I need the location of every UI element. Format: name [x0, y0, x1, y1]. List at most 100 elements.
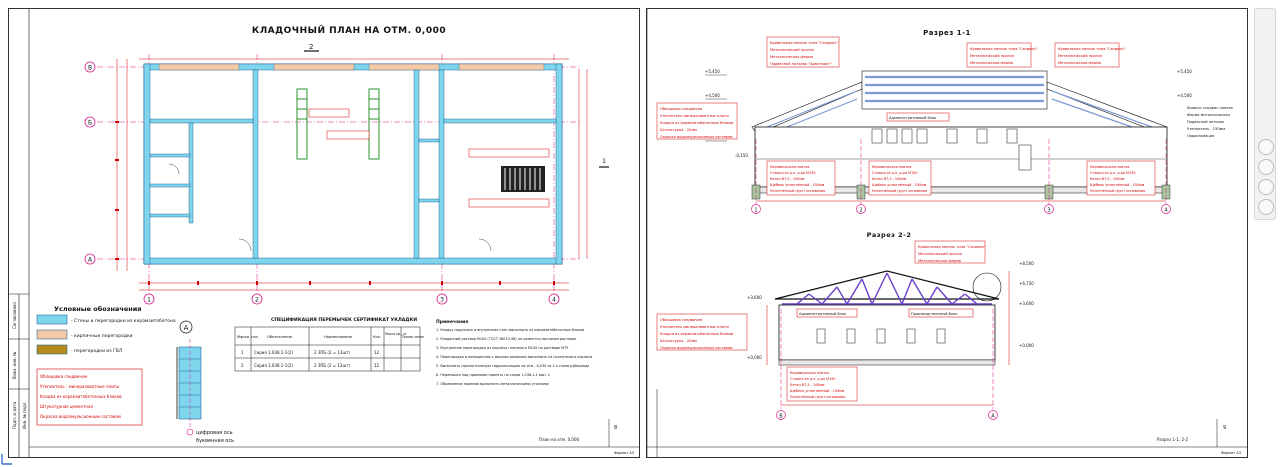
- spec-cell: Серия 1.038.1-1(2): [254, 350, 293, 355]
- plan-title: КЛАДОЧНЫЙ ПЛАН НА ОТМ. 0,000: [252, 24, 446, 36]
- callout-line: Бетон В7,5 - 100мм: [1090, 177, 1125, 181]
- sections-drawing: Разрез 1-1 1: [647, 9, 1247, 457]
- wall-notes: Облицовка сэндвичем Утеплитель - минерал…: [36, 368, 143, 426]
- legend-item: - Стены и перегородки из керамзитобетона: [71, 318, 176, 324]
- callout-line: Керамическая плитка: [872, 165, 911, 169]
- callout-line: Штукатурка - 20мм: [660, 339, 697, 343]
- callout-line: Керамическая плитка: [770, 165, 809, 169]
- callout-line: Металлический прогон: [1058, 54, 1103, 58]
- callout-line: Кровельная панель типа "Сэндвич": [1058, 47, 1126, 51]
- tb-label: Подп. и дата: [12, 401, 17, 429]
- level-mark: +3,600: [1019, 301, 1034, 306]
- callout-line: Стяжка из ц.п. р-ра М150: [790, 377, 836, 381]
- note-line: 4. Перегородки в помещениях с мокрым реж…: [436, 355, 592, 359]
- plan-tags: [308, 108, 550, 208]
- callout-line: Стяжка из ц.п. р-ра М150: [872, 171, 918, 175]
- callout-line: Кровельная панель типа "Сэндвич": [770, 41, 838, 45]
- floor-callouts-22: Керамическая плитка Стяжка из ц.п. р-ра …: [786, 366, 858, 402]
- stamp-text: Разрез 1-1, 2-2: [1157, 437, 1188, 442]
- spec-cell: 2: [241, 363, 244, 368]
- level-mark: +5,450: [705, 69, 720, 74]
- axes-11: [755, 139, 1167, 204]
- callout-line: Бетон В7,5 - 100мм: [872, 177, 907, 181]
- outer-walls: [143, 63, 563, 265]
- callout-line: Штукатурка - 20мм: [660, 128, 697, 132]
- spec-header: Марка, поз.: [237, 335, 259, 339]
- axis-label: 3: [440, 297, 444, 304]
- callout-line: Щебень уплотнённый - 150мм: [790, 389, 845, 393]
- callout-line: Кладка из керамзитобетонных блоков: [660, 121, 733, 125]
- callout-line: Подвесной потолок "Армстронг": [770, 62, 832, 66]
- axis-label: 4: [552, 297, 556, 304]
- tb-label: Согласовано: [12, 302, 17, 329]
- node-axis-label: буквенная ось: [196, 438, 234, 444]
- wall-note: Кладка из керамзитобетонных блоков: [40, 394, 122, 399]
- note-line: 2. Кладочный раствор М100 (ГОСТ 28013-98…: [436, 337, 576, 341]
- callout-line: Облицовка сэндвичем: [660, 318, 703, 322]
- sheet-floor-plan: КЛАДОЧНЫЙ ПЛАН НА ОТМ. 0,000 2 В Б А 1 2…: [8, 8, 640, 458]
- ucs-icon: [1, 454, 12, 465]
- wall-callouts-11: Облицовка сэндвичем Утеплитель минералов…: [656, 102, 738, 140]
- legend-item: - кирпичные перегородки: [71, 334, 133, 339]
- section-22-title: Разрез 2-2: [867, 231, 912, 239]
- legend: - Стены и перегородки из керамзитобетона…: [36, 314, 176, 355]
- note-line: 6. Перемычки над проемами принять по сер…: [436, 373, 550, 377]
- room-tag: [886, 112, 950, 122]
- ladders: [296, 88, 380, 160]
- axis-bubbles-rows: В Б А: [84, 61, 96, 265]
- callout-line: Бетон В7,5 - 100мм: [770, 177, 805, 181]
- callout-line: Кровельная панель типа "Сэндвич": [918, 245, 986, 249]
- detail-circle: [972, 272, 1002, 302]
- dimension-chains: [116, 58, 588, 291]
- callout-line: Металлическая ферма: [1058, 61, 1101, 65]
- axis-bubbles-cols: 1 2 3 4: [143, 293, 560, 305]
- axis-label: Б: [88, 120, 92, 127]
- spec-header: Наименование: [324, 335, 353, 339]
- spec-cell: 12: [374, 350, 380, 355]
- level-mark: +0,000: [1019, 343, 1034, 348]
- orbit-button[interactable]: [1258, 199, 1274, 215]
- level-mark: -0,150: [735, 153, 748, 158]
- callout-line: Утеплитель минераловатные плиты: [660, 325, 729, 329]
- truss-22: [774, 270, 1000, 305]
- callout-line: Уплотнённый грунт основания: [770, 189, 825, 193]
- callout-line: Металлическая ферма: [770, 55, 813, 59]
- sheet-number: 9: [1223, 425, 1226, 431]
- node-axis-label: цифровая ось: [196, 430, 233, 436]
- radiator-fins: [504, 168, 541, 190]
- right-note: Ферма металлическая: [1187, 113, 1230, 117]
- spec-header: Кол.: [373, 335, 381, 339]
- pan-button[interactable]: [1258, 159, 1274, 175]
- callout-line: Облицовка сэндвичем: [660, 107, 703, 111]
- zoom-out-button[interactable]: [1258, 179, 1274, 195]
- callout-line: Уплотнённый грунт основания: [1090, 189, 1145, 193]
- callout-line: Щебень уплотнённый - 150мм: [770, 183, 825, 187]
- spec-table: [234, 326, 421, 372]
- axis-label: 1: [147, 297, 151, 304]
- spec-cell: 12: [374, 363, 380, 368]
- room-label: Производственный блок: [911, 312, 958, 316]
- right-note: Подвесной потолок: [1187, 120, 1225, 124]
- note-line: 1. Кладку наружных и внутренних стен вып…: [436, 328, 584, 332]
- callout-line: Уплотнённый грунт основания: [790, 395, 845, 399]
- callout-line: Кровельная панель типа "Сэндвич": [970, 47, 1038, 51]
- spec-header: Масса ед., кг: [385, 332, 407, 336]
- axes-22: [780, 309, 994, 409]
- roof-callouts: Кровельная панель типа "Сэндвич" Металли…: [766, 36, 1126, 68]
- door-swings: [168, 163, 492, 252]
- vertical-scrollbar[interactable]: [1254, 8, 1276, 220]
- spec-cell: 1: [241, 350, 244, 355]
- axis-label: 3: [1047, 208, 1050, 214]
- zoom-in-button[interactable]: [1258, 139, 1274, 155]
- notes: 1. Кладку наружных и внутренних стен вып…: [436, 328, 592, 386]
- title-block-left: [9, 9, 30, 457]
- stamp-text: План на отм. 0,000: [539, 437, 579, 442]
- callout-line: Окраска водоэмульсионным составом: [660, 135, 733, 139]
- callout-line: Кладка из керамзитобетонных блоков: [660, 332, 733, 336]
- radiator-block: [501, 166, 545, 192]
- callout-line: Керамическая плитка: [790, 371, 829, 375]
- node-label: А: [184, 324, 189, 332]
- axis-bubbles-11: 1 2 3 4: [751, 204, 1171, 214]
- axis-label: А: [88, 257, 93, 264]
- axis-label: В: [88, 65, 92, 72]
